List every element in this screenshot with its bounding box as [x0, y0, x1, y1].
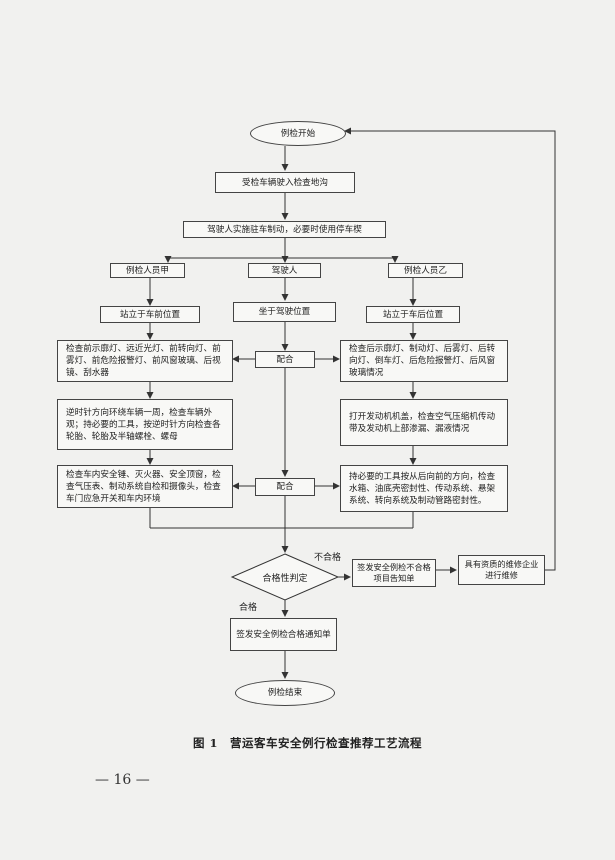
cooperate-2: 配合 — [255, 478, 315, 496]
driver-seat-position: 坐于驾驶位置 — [233, 302, 336, 322]
fail-notice: 签发安全例检不合格项目告知单 — [352, 559, 436, 587]
a-front-lights-check: 检查前示廓灯、远近光灯、前转向灯、前雾灯、前危险报警灯、前风窗玻璃、后视镜、刮水… — [57, 340, 233, 382]
cooperate-1: 配合 — [255, 351, 315, 368]
pass-notice: 签发安全例检合格通知单 — [230, 618, 337, 651]
end-terminal: 例检结束 — [235, 680, 335, 706]
repair-enterprise: 具有资质的维修企业进行维修 — [458, 555, 545, 585]
b-underbody-check: 持必要的工具按从后向前的方向，检查水箱、油底壳密封性、传动系统、悬架系统、转向系… — [340, 465, 508, 512]
a-front-position: 站立于车前位置 — [100, 306, 200, 323]
b-rear-position: 站立于车后位置 — [366, 306, 460, 323]
arrow-loop-back — [344, 127, 556, 571]
b-engine-check: 打开发动机机盖，检查空气压缩机传动带及发动机上部渗漏、漏液情况 — [340, 399, 508, 446]
a-interior-safety-check: 检查车内安全锤、灭火器、安全顶窗，检查气压表、制动系统自检和摄像头，检查车门应急… — [57, 465, 233, 508]
a-walkaround-tire-check: 逆时针方向环绕车辆一周，检查车辆外观；持必要的工具，按逆时针方向检查各轮胎、轮胎… — [57, 399, 233, 450]
fail-label: 不合格 — [314, 553, 342, 563]
decision-label: 合格性判定 — [262, 573, 308, 584]
figure-caption: 图 1 营运客车安全例行检查推荐工艺流程 — [192, 736, 422, 750]
pass-label: 合格 — [239, 603, 258, 613]
role-inspector-b: 例检人员乙 — [388, 263, 463, 278]
role-driver: 驾驶人 — [248, 263, 321, 278]
step-enter-pit: 受检车辆驶入检查地沟 — [215, 172, 355, 193]
role-inspector-a: 例检人员甲 — [110, 263, 185, 278]
b-rear-lights-check: 检查后示廓灯、制动灯、后雾灯、后转向灯、倒车灯、后危险报警灯、后风窗玻璃情况 — [340, 340, 508, 382]
step-parking-brake: 驾驶人实施驻车制动，必要时使用停车楔 — [183, 221, 386, 238]
page-number: — 16 — — [95, 772, 150, 788]
start-terminal: 例检开始 — [250, 121, 346, 146]
